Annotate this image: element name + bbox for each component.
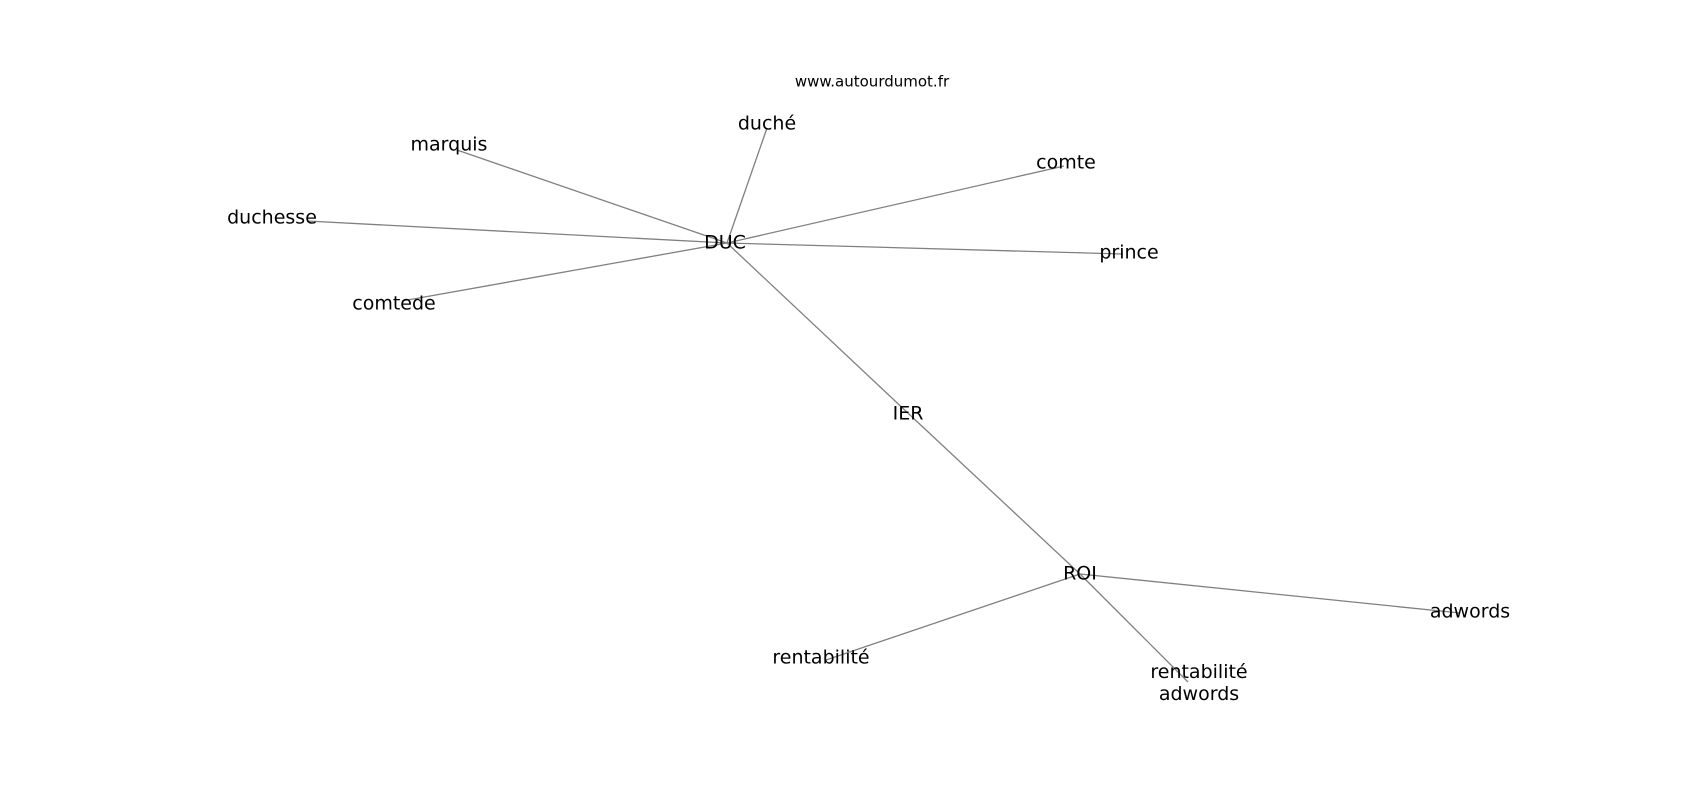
node-layer: DUC duché marquis comte duchesse prince comted… <box>227 113 1510 705</box>
node-label-comtede: comtede <box>352 293 435 315</box>
node-label-duche: duché <box>738 113 796 135</box>
edge-duc-ier <box>726 242 911 416</box>
node-label-comte: comte <box>1036 152 1096 174</box>
node-label-duc: DUC <box>704 232 746 254</box>
edge-duc-duche <box>726 127 768 244</box>
node-label-adwords: adwords <box>1430 601 1510 623</box>
edge-roi-rentabilite <box>825 573 1081 661</box>
node-label-roi: ROI <box>1063 563 1097 585</box>
node-label-rentabilite: rentabilité <box>772 647 869 669</box>
edge-ier-roi <box>909 414 1081 575</box>
edge-duc-comte <box>726 165 1065 244</box>
edge-duc-comtede <box>401 242 728 302</box>
edge-duc-duchesse <box>306 220 728 244</box>
edge-duc-marquis <box>456 149 728 244</box>
edge-duc-prince <box>726 242 1124 255</box>
edge-roi-adwords <box>1079 573 1461 614</box>
edge-layer <box>306 127 1461 683</box>
watermark-text: www.autourdumot.fr <box>795 73 950 91</box>
edge-roi-rentabilite-adwords <box>1079 573 1189 683</box>
node-label-duchesse: duchesse <box>227 207 317 229</box>
node-label-ier: IER <box>893 403 924 425</box>
node-label-marquis: marquis <box>411 134 488 156</box>
node-label-prince: prince <box>1099 242 1158 264</box>
